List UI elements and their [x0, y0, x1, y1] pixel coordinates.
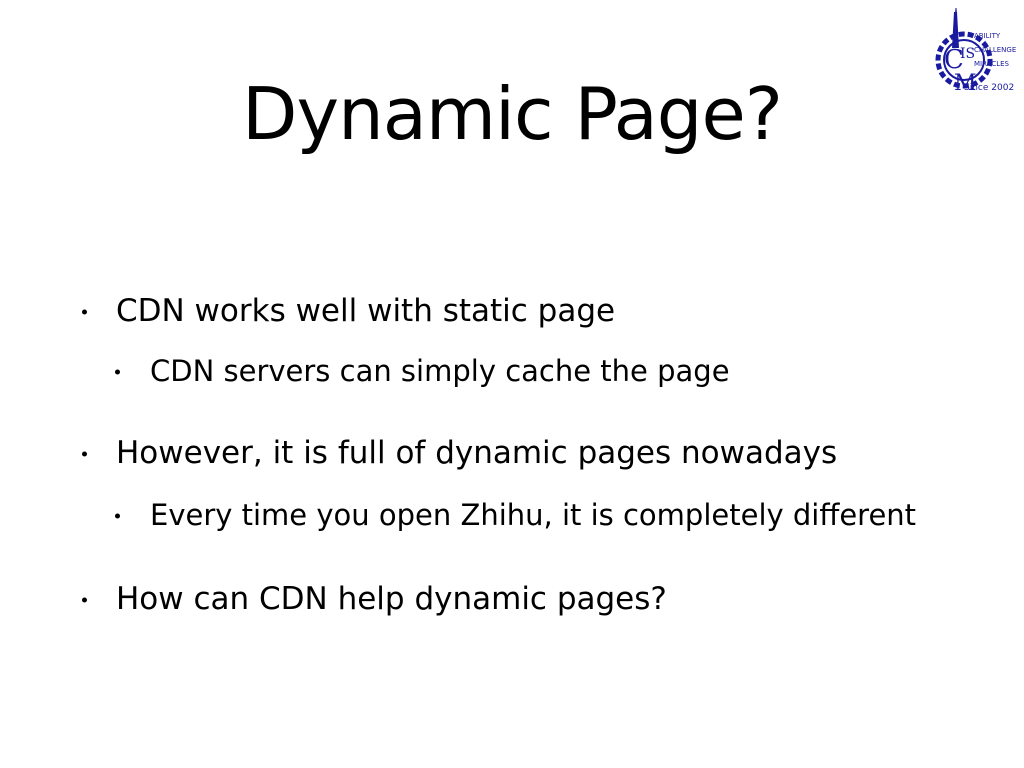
slide-title: Dynamic Page?: [242, 72, 783, 156]
logo-line3: MIRACLES: [974, 60, 1010, 68]
bullet-item: However, it is full of dynamic pages now…: [82, 435, 838, 471]
bullet-text: CDN works well with static page: [116, 293, 616, 329]
sub-bullet-item: CDN servers can simply cache the page: [115, 354, 730, 388]
bullet-dot-icon: [115, 513, 120, 518]
svg-text:C: C: [944, 45, 964, 75]
bullet-dot-icon: [82, 451, 87, 456]
bullet-item: How can CDN help dynamic pages?: [82, 581, 667, 617]
bullet-dot-icon: [115, 369, 120, 374]
bullet-text: However, it is full of dynamic pages now…: [116, 435, 838, 471]
sub-bullet-item: Every time you open Zhihu, it is complet…: [115, 498, 917, 532]
logo-line4: Since 2002: [964, 83, 1014, 93]
bullet-dot-icon: [82, 309, 87, 314]
logo-line1: ABILITY: [974, 32, 1001, 40]
bullet-text: How can CDN help dynamic pages?: [116, 581, 667, 617]
ipads-gear-logo-icon: C IS M ABILITY CHALLENGE MIRACLES Since …: [930, 8, 1018, 100]
bullet-item: CDN works well with static page: [82, 293, 616, 329]
svg-text:IS: IS: [960, 46, 975, 62]
bullet-text: CDN servers can simply cache the page: [150, 354, 730, 388]
svg-text:M: M: [954, 71, 977, 96]
bullet-dot-icon: [82, 597, 87, 602]
logo-line2: CHALLENGE: [974, 46, 1016, 54]
bullet-text: Every time you open Zhihu, it is complet…: [150, 498, 917, 532]
